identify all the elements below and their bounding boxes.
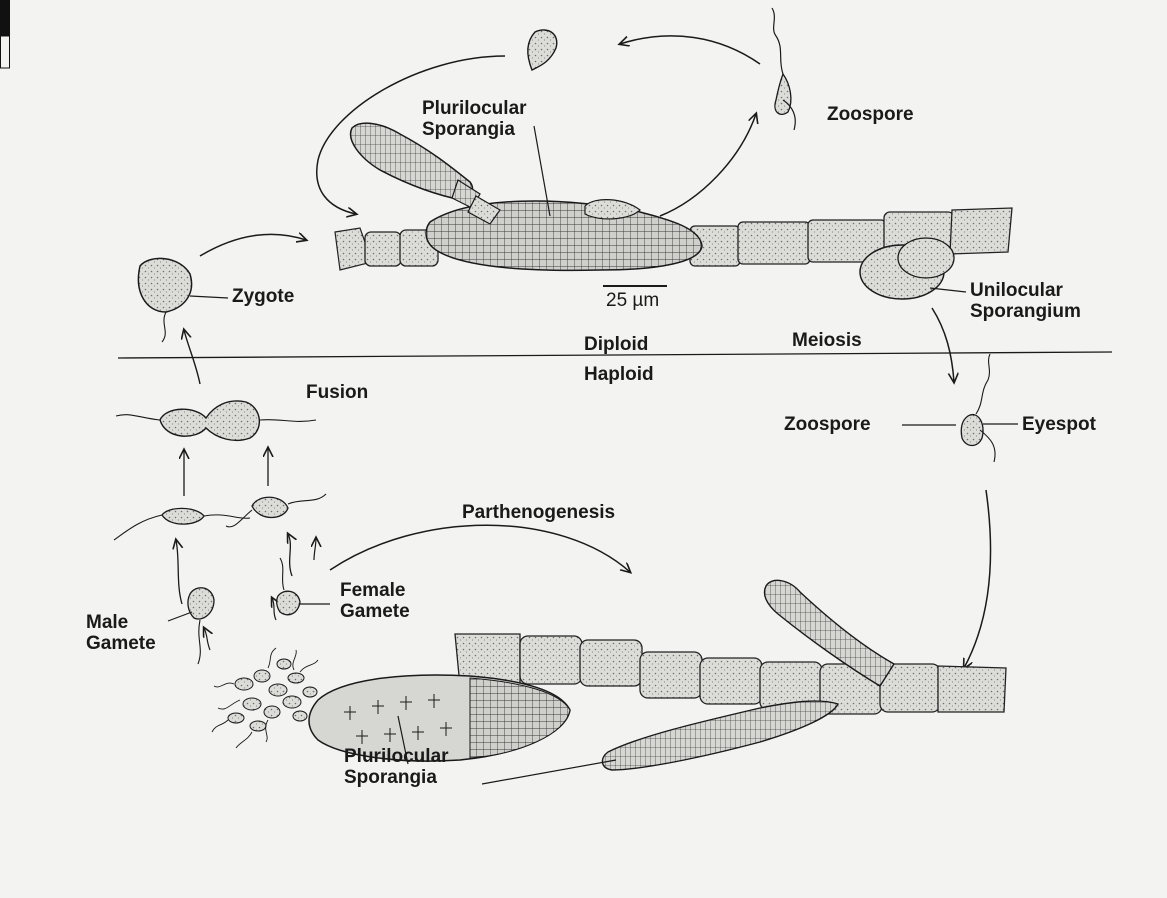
label-zoospore-top: Zoospore [827,104,914,125]
label-plurilocular-sporangia-bottom-line1: Plurilocular [344,746,449,767]
arrow-release-b [272,598,276,620]
leader-plurilocular-bottom-branch [482,760,616,784]
label-fusion: Fusion [306,382,368,403]
sporophyte-filament [335,123,1012,299]
label-scale-bar: 25 µm [606,290,659,311]
label-plurilocular-sporangia-bottom-line2: Sporangia [344,767,449,788]
arrow-release-c [314,538,316,560]
female-gamete-cell [277,558,300,615]
gamete-cluster [228,659,317,731]
male-gamete-cell [188,588,214,664]
label-unilocular-sporangium: Unilocular Sporangium [970,280,1081,322]
label-male-gamete-line1: Male [86,612,156,633]
label-male-gamete-line2: Gamete [86,633,156,654]
arrow-male-to-gamete [176,540,182,604]
free-gametes [114,494,326,540]
label-diploid: Diploid [584,334,648,355]
leader-unilocular [930,288,966,292]
label-male-gamete: Male Gamete [86,612,156,654]
arrow-zygote-to-sporophyte [200,234,306,256]
label-zoospore-mid: Zoospore [784,414,871,435]
label-female-gamete-line1: Female [340,580,410,601]
mid-zoospore-cell [961,354,995,462]
label-meiosis: Meiosis [792,330,862,351]
label-plurilocular-sporangia-top-line2: Sporangia [422,119,527,140]
gamete-cluster-flagella [212,648,318,748]
arrow-female-to-gamete [288,534,292,576]
label-plurilocular-sporangia-bottom: Plurilocular Sporangia [344,746,449,788]
arrow-parthenogenesis [330,525,630,572]
arrow-zoospore-to-gametophyte [964,490,991,668]
arrow-sporangia-to-zoospore [660,114,756,216]
label-plurilocular-sporangia-top-line1: Plurilocular [422,98,527,119]
label-eyespot: Eyespot [1022,414,1096,435]
label-unilocular-sporangium-line2: Sporangium [970,301,1081,322]
arrow-release-a [204,628,210,650]
fusing-gametes [116,401,316,440]
corner-mark [0,0,10,70]
leader-zygote [190,296,228,298]
label-parthenogenesis: Parthenogenesis [462,502,615,523]
leader-male-gamete [168,612,192,621]
arrow-meiosis [932,308,954,382]
label-haploid: Haploid [584,364,654,385]
gametophyte-filament [309,580,1006,770]
top-zoospore-cells [528,8,795,130]
label-female-gamete: Female Gamete [340,580,410,622]
zygote-cell [138,258,191,342]
label-plurilocular-sporangia-top: Plurilocular Sporangia [422,98,527,140]
label-unilocular-sporangium-line1: Unilocular [970,280,1081,301]
arrow-zoospore-to-spore [620,36,760,64]
label-zygote: Zygote [232,286,294,307]
label-female-gamete-line2: Gamete [340,601,410,622]
